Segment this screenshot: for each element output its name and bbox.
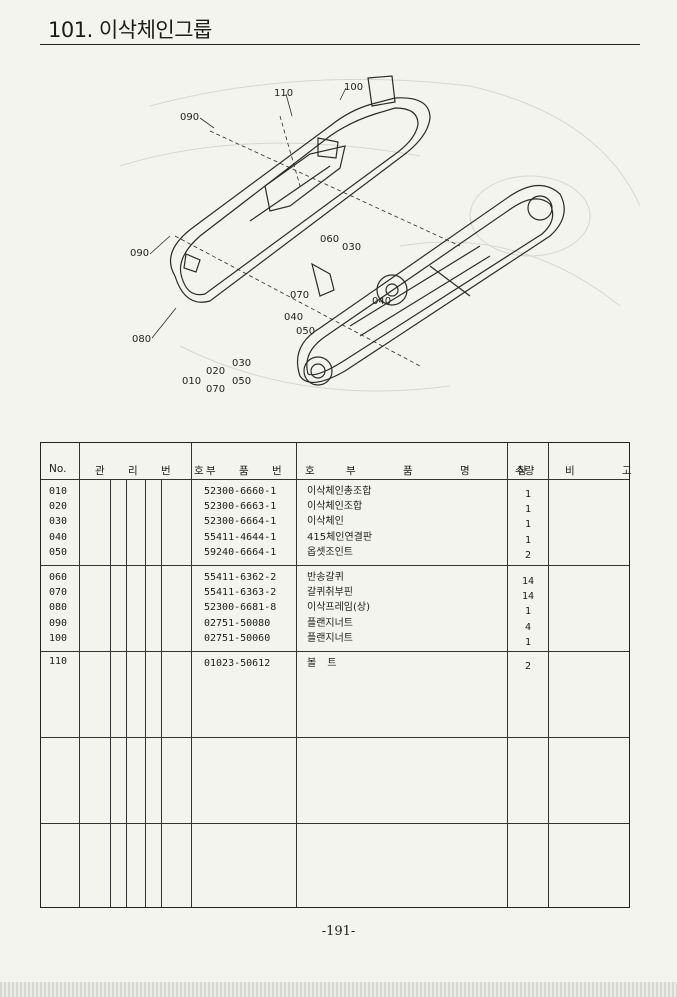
part-no: 040 xyxy=(49,531,68,543)
header-quantity: 수량 xyxy=(515,465,535,477)
callout-label: 070 xyxy=(206,384,225,395)
part-no: 080 xyxy=(49,602,68,614)
callout-label: 010 xyxy=(182,376,201,387)
quantity: 1 xyxy=(524,489,532,500)
part-number: 01023-50612 xyxy=(204,658,271,669)
part-name: 415체인연결판 xyxy=(307,531,373,543)
part-number: 02751-50060 xyxy=(204,632,271,644)
column-divider xyxy=(296,443,297,907)
quantity: 2 xyxy=(524,661,532,672)
quantity: 1 xyxy=(524,534,532,546)
part-name: 플랜지너트 xyxy=(307,632,353,644)
row-divider xyxy=(41,737,629,738)
column-divider xyxy=(126,479,127,907)
quantity: 1 xyxy=(524,504,532,516)
callout-label: 110 xyxy=(274,88,293,99)
callout-label: 090 xyxy=(180,112,199,123)
part-name: 이삭체인 xyxy=(307,516,344,528)
quantity: 1 xyxy=(524,606,532,618)
part-number: 52300-6663-1 xyxy=(204,501,277,513)
row-divider xyxy=(41,823,629,824)
callout-label: 090 xyxy=(130,248,149,259)
part-no: 030 xyxy=(49,516,68,528)
part-number-column: 52300-6660-1 52300-6663-1 52300-6664-1 5541… xyxy=(204,484,276,560)
part-no: 060 xyxy=(49,572,68,583)
part-number: 55411-4644-1 xyxy=(204,531,277,543)
part-no: 010 xyxy=(49,486,68,497)
scan-edge-strip xyxy=(0,982,677,997)
part-number: 02751-50080 xyxy=(204,617,271,629)
part-no-column: 060 070 080 090 100 xyxy=(49,570,67,646)
header-management-number: 관 리 번 호 xyxy=(95,465,214,477)
quantity: 14 xyxy=(521,591,535,603)
part-number: 52300-6681-8 xyxy=(204,602,277,614)
quantity-column: 2 xyxy=(508,659,548,674)
part-name: 갈퀴취부핀 xyxy=(307,587,353,599)
column-divider xyxy=(145,479,146,907)
part-number: 52300-6664-1 xyxy=(204,516,277,528)
column-divider xyxy=(507,443,508,907)
callout-label: 040 xyxy=(284,312,303,323)
callout-label: 070 xyxy=(290,290,309,301)
callout-label: 100 xyxy=(344,82,363,93)
header-part-number: 부 품 번 호 xyxy=(206,465,325,477)
part-name: 이삭체인총조합 xyxy=(307,486,372,497)
header-remarks: 비 고 xyxy=(565,465,654,477)
column-divider xyxy=(79,443,80,907)
callout-label: 020 xyxy=(206,366,225,377)
quantity: 1 xyxy=(524,636,532,648)
quantity: 14 xyxy=(521,576,535,587)
callout-label: 080 xyxy=(132,334,151,345)
part-no: 050 xyxy=(49,546,68,558)
callout-label: 060 xyxy=(320,234,339,245)
part-name: 옵셋조인트 xyxy=(307,546,353,558)
part-no: 070 xyxy=(49,587,68,599)
part-no: 090 xyxy=(49,617,68,629)
callout-label: 030 xyxy=(232,358,251,369)
column-divider xyxy=(161,479,162,907)
exploded-parts-diagram: 110 100 090 090 060 030 070 040 040 050 … xyxy=(119,75,641,395)
part-name: 이삭체인조합 xyxy=(307,501,363,513)
part-name: 플랜지너트 xyxy=(307,617,353,629)
part-number-column: 55411-6362-2 55411-6363-2 52300-6681-8 0275… xyxy=(204,570,276,646)
part-number-column: 01023-50612 xyxy=(204,656,270,671)
callout-label: 030 xyxy=(342,242,361,253)
quantity-column: 1 1 1 1 2 xyxy=(508,487,548,563)
part-no: 020 xyxy=(49,501,68,513)
page-title: 101. 이삭체인그룹 xyxy=(48,18,212,42)
part-number: 52300-6660-1 xyxy=(204,486,277,497)
column-divider xyxy=(191,443,192,907)
row-divider xyxy=(41,651,629,652)
page-number: -191- xyxy=(321,924,356,939)
part-no: 100 xyxy=(49,632,68,644)
part-name: 이삭프레임(상) xyxy=(307,602,371,614)
quantity: 4 xyxy=(524,621,532,633)
column-divider xyxy=(548,443,549,907)
row-divider xyxy=(41,479,629,480)
part-number: 55411-6363-2 xyxy=(204,587,277,599)
row-divider xyxy=(41,565,629,566)
part-name: 볼 트 xyxy=(307,658,341,669)
part-name: 반송갈퀴 xyxy=(307,572,344,583)
part-number: 59240-6664-1 xyxy=(204,546,277,558)
part-name-column: 볼 트 xyxy=(307,656,341,671)
part-no-column: 110 xyxy=(49,654,67,669)
quantity: 1 xyxy=(524,519,532,531)
header-no: No. xyxy=(49,463,67,475)
header-part-name: 부 품 명 칭 xyxy=(346,465,549,477)
part-number: 55411-6362-2 xyxy=(204,572,277,583)
callout-label: 050 xyxy=(296,326,315,337)
callout-label: 040 xyxy=(372,296,391,307)
part-no: 110 xyxy=(49,656,68,667)
part-no-column: 010 020 030 040 050 xyxy=(49,484,67,560)
quantity: 2 xyxy=(524,549,532,561)
column-divider xyxy=(110,479,111,907)
callout-label: 050 xyxy=(232,376,251,387)
title-divider xyxy=(40,44,640,45)
